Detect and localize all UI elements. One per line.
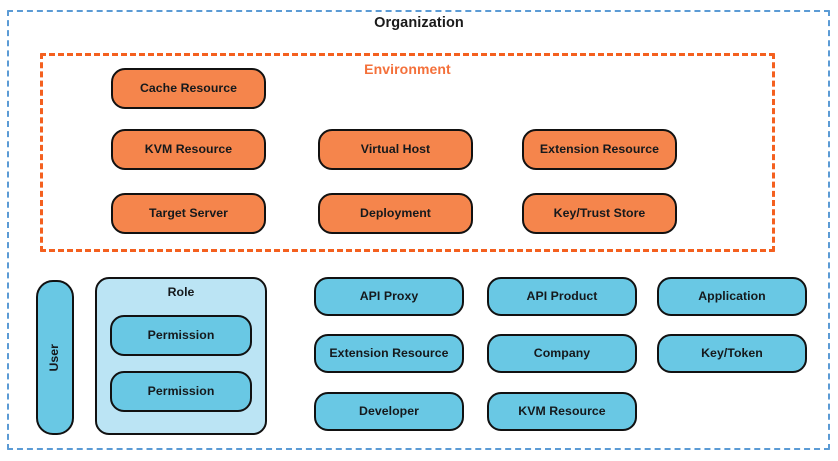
entity-virtual-host[interactable]: Virtual Host [318, 129, 473, 170]
entity-label: Extension Resource [329, 345, 449, 360]
entity-label: Key/Token [701, 345, 763, 360]
entity-developer[interactable]: Developer [314, 392, 464, 431]
entity-label: API Proxy [359, 288, 419, 303]
entity-target-server[interactable]: Target Server [111, 193, 266, 234]
entity-label: Application [698, 288, 766, 303]
entity-deployment[interactable]: Deployment [318, 193, 473, 234]
entity-extension-resource[interactable]: Extension Resource [522, 129, 677, 170]
entity-label: KVM Resource [144, 141, 233, 156]
entity-label: Extension Resource [539, 141, 660, 156]
entity-label: Target Server [148, 205, 229, 220]
entity-user[interactable]: User [36, 280, 74, 435]
entity-user-label: User [47, 343, 62, 372]
entity-label: Developer [359, 403, 419, 418]
entity-api-proxy[interactable]: API Proxy [314, 277, 464, 316]
entity-label: Permission [147, 383, 215, 398]
entity-label: API Product [526, 288, 598, 303]
entity-label: Permission [147, 327, 215, 342]
organization-title: Organization [374, 15, 464, 31]
entity-label: Company [533, 345, 591, 360]
organization-boundary [7, 10, 830, 450]
entity-application[interactable]: Application [657, 277, 807, 316]
entity-label: Key/Trust Store [553, 205, 646, 220]
entity-label: Cache Resource [139, 80, 238, 95]
entity-key-token[interactable]: Key/Token [657, 334, 807, 373]
entity-company[interactable]: Company [487, 334, 637, 373]
entity-api-product[interactable]: API Product [487, 277, 637, 316]
entity-kvm-resource[interactable]: KVM Resource [487, 392, 637, 431]
entity-label: KVM Resource [518, 403, 606, 418]
entity-key-trust-store[interactable]: Key/Trust Store [522, 193, 677, 234]
entity-label: Deployment [360, 205, 431, 220]
entity-kvm-resource[interactable]: KVM Resource [111, 129, 266, 170]
entity-permission-permission[interactable]: Permission [110, 315, 252, 356]
role-title: Role [167, 285, 195, 299]
entity-permission-permission[interactable]: Permission [110, 371, 252, 412]
environment-title: Environment [364, 61, 451, 77]
entity-extension-resource[interactable]: Extension Resource [314, 334, 464, 373]
environment-boundary [40, 53, 775, 252]
entity-label: Virtual Host [360, 141, 431, 156]
entity-cache-resource[interactable]: Cache Resource [111, 68, 266, 109]
